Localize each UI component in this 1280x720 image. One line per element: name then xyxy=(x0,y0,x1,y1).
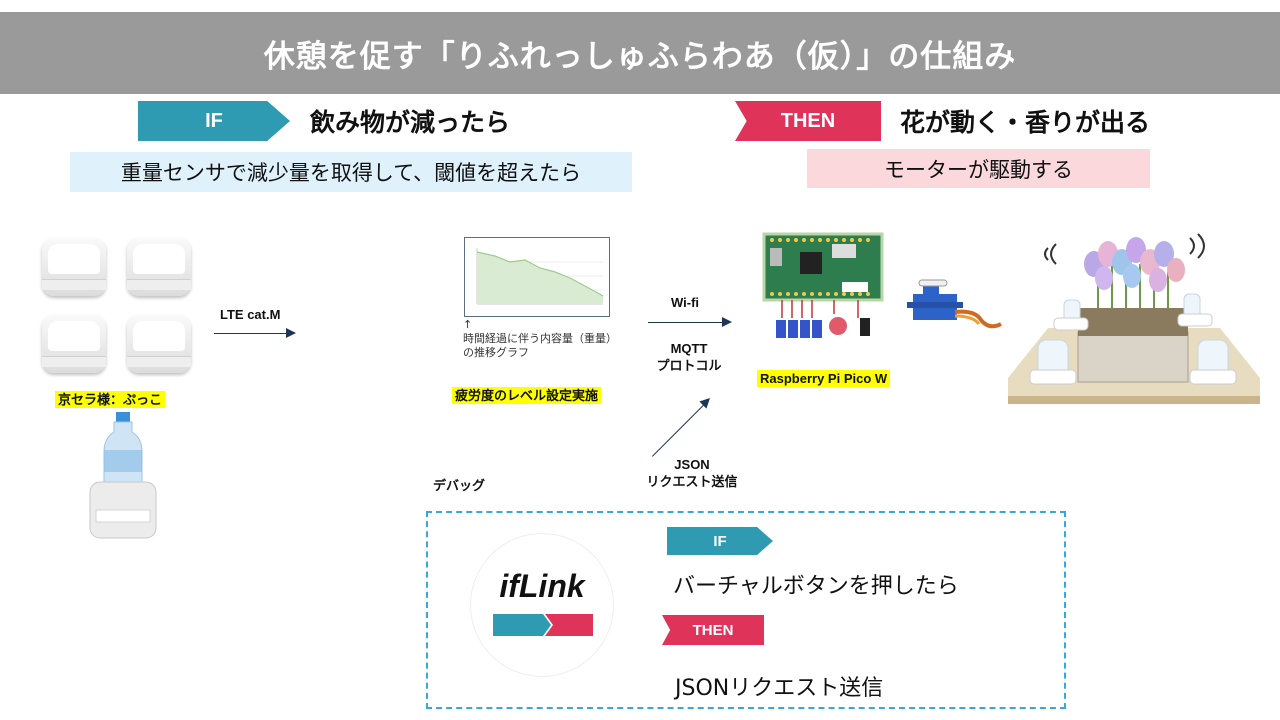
device-label-text: 京セラ様：ぷっこ xyxy=(55,391,166,408)
board-label: Raspberry Pi Pico W xyxy=(757,370,891,387)
then-badge: THEN xyxy=(735,101,881,141)
weight-pad xyxy=(42,315,106,373)
iflink-if-badge: IF xyxy=(667,527,773,555)
then-description: モーターが駆動する xyxy=(807,149,1150,188)
wifi-arrow xyxy=(648,317,732,327)
json-request-label-line: リクエスト送信 xyxy=(646,474,738,489)
title-bar: 休憩を促す「りふれっしゅふらわあ（仮）」の仕組み xyxy=(0,12,1280,94)
lte-label: LTE cat.M xyxy=(220,307,281,322)
iflink-logo: ifLink xyxy=(471,534,613,676)
then-heading: 花が動く・香りが出る xyxy=(900,108,1151,137)
raspberry-pi-board-image xyxy=(762,232,884,338)
wifi-label: Wi-fi xyxy=(671,295,700,310)
device-label: 京セラ様：ぷっこ xyxy=(55,389,166,408)
weight-pad xyxy=(127,315,191,373)
page-title: 休憩を促す「りふれっしゅふらわあ（仮）」の仕組み xyxy=(263,38,1017,75)
iflink-logo-text: ifLink xyxy=(499,568,585,604)
graph-note-arrow: ↑ xyxy=(463,318,473,331)
graph-note-line: 時間経過に伴う内容量（重量） xyxy=(463,332,617,345)
if-description-text: 重量センサで減少量を取得して、閾値を超えたら xyxy=(120,161,582,185)
if-heading: 飲み物が減ったら xyxy=(310,108,511,137)
iflink-logo-mark-icon xyxy=(493,614,593,636)
weight-graph xyxy=(464,237,610,317)
weight-pad xyxy=(42,238,106,296)
debug-label: デバッグ xyxy=(433,478,486,493)
if-badge: IF xyxy=(138,101,290,141)
lte-arrow xyxy=(214,328,296,338)
bottle-on-pad-image xyxy=(89,412,157,539)
iflink-if-text: バーチャルボタンを押したら xyxy=(673,574,959,599)
json-request-label-line: JSON xyxy=(674,457,710,472)
if-description: 重量センサで減少量を取得して、閾値を超えたら xyxy=(70,152,632,192)
json-request-arrow xyxy=(652,394,714,457)
weight-pad xyxy=(127,238,191,296)
servo-motor-image xyxy=(907,279,1002,329)
iflink-then-text: JSONリクエスト送信 xyxy=(675,676,884,701)
mqtt-label-line: プロトコル xyxy=(656,358,722,373)
then-description-text: モーターが駆動する xyxy=(884,157,1073,182)
mqtt-label: MQTT プロトコル xyxy=(655,340,723,374)
graph-note: ↑ 時間経過に伴う内容量（重量） の推移グラフ xyxy=(463,318,617,360)
graph-caption-text: 疲労度のレベル設定実施 xyxy=(452,387,602,404)
graph-note-line: の推移グラフ xyxy=(463,346,529,359)
graph-caption: 疲労度のレベル設定実施 xyxy=(452,385,602,404)
debug-box xyxy=(426,511,1066,709)
mqtt-label-line: MQTT xyxy=(670,341,708,356)
flower-device-image xyxy=(1008,233,1260,404)
board-label-text: Raspberry Pi Pico W xyxy=(757,370,891,387)
json-request-label: JSON リクエスト送信 xyxy=(640,456,744,490)
iflink-then-badge: THEN xyxy=(662,615,764,645)
